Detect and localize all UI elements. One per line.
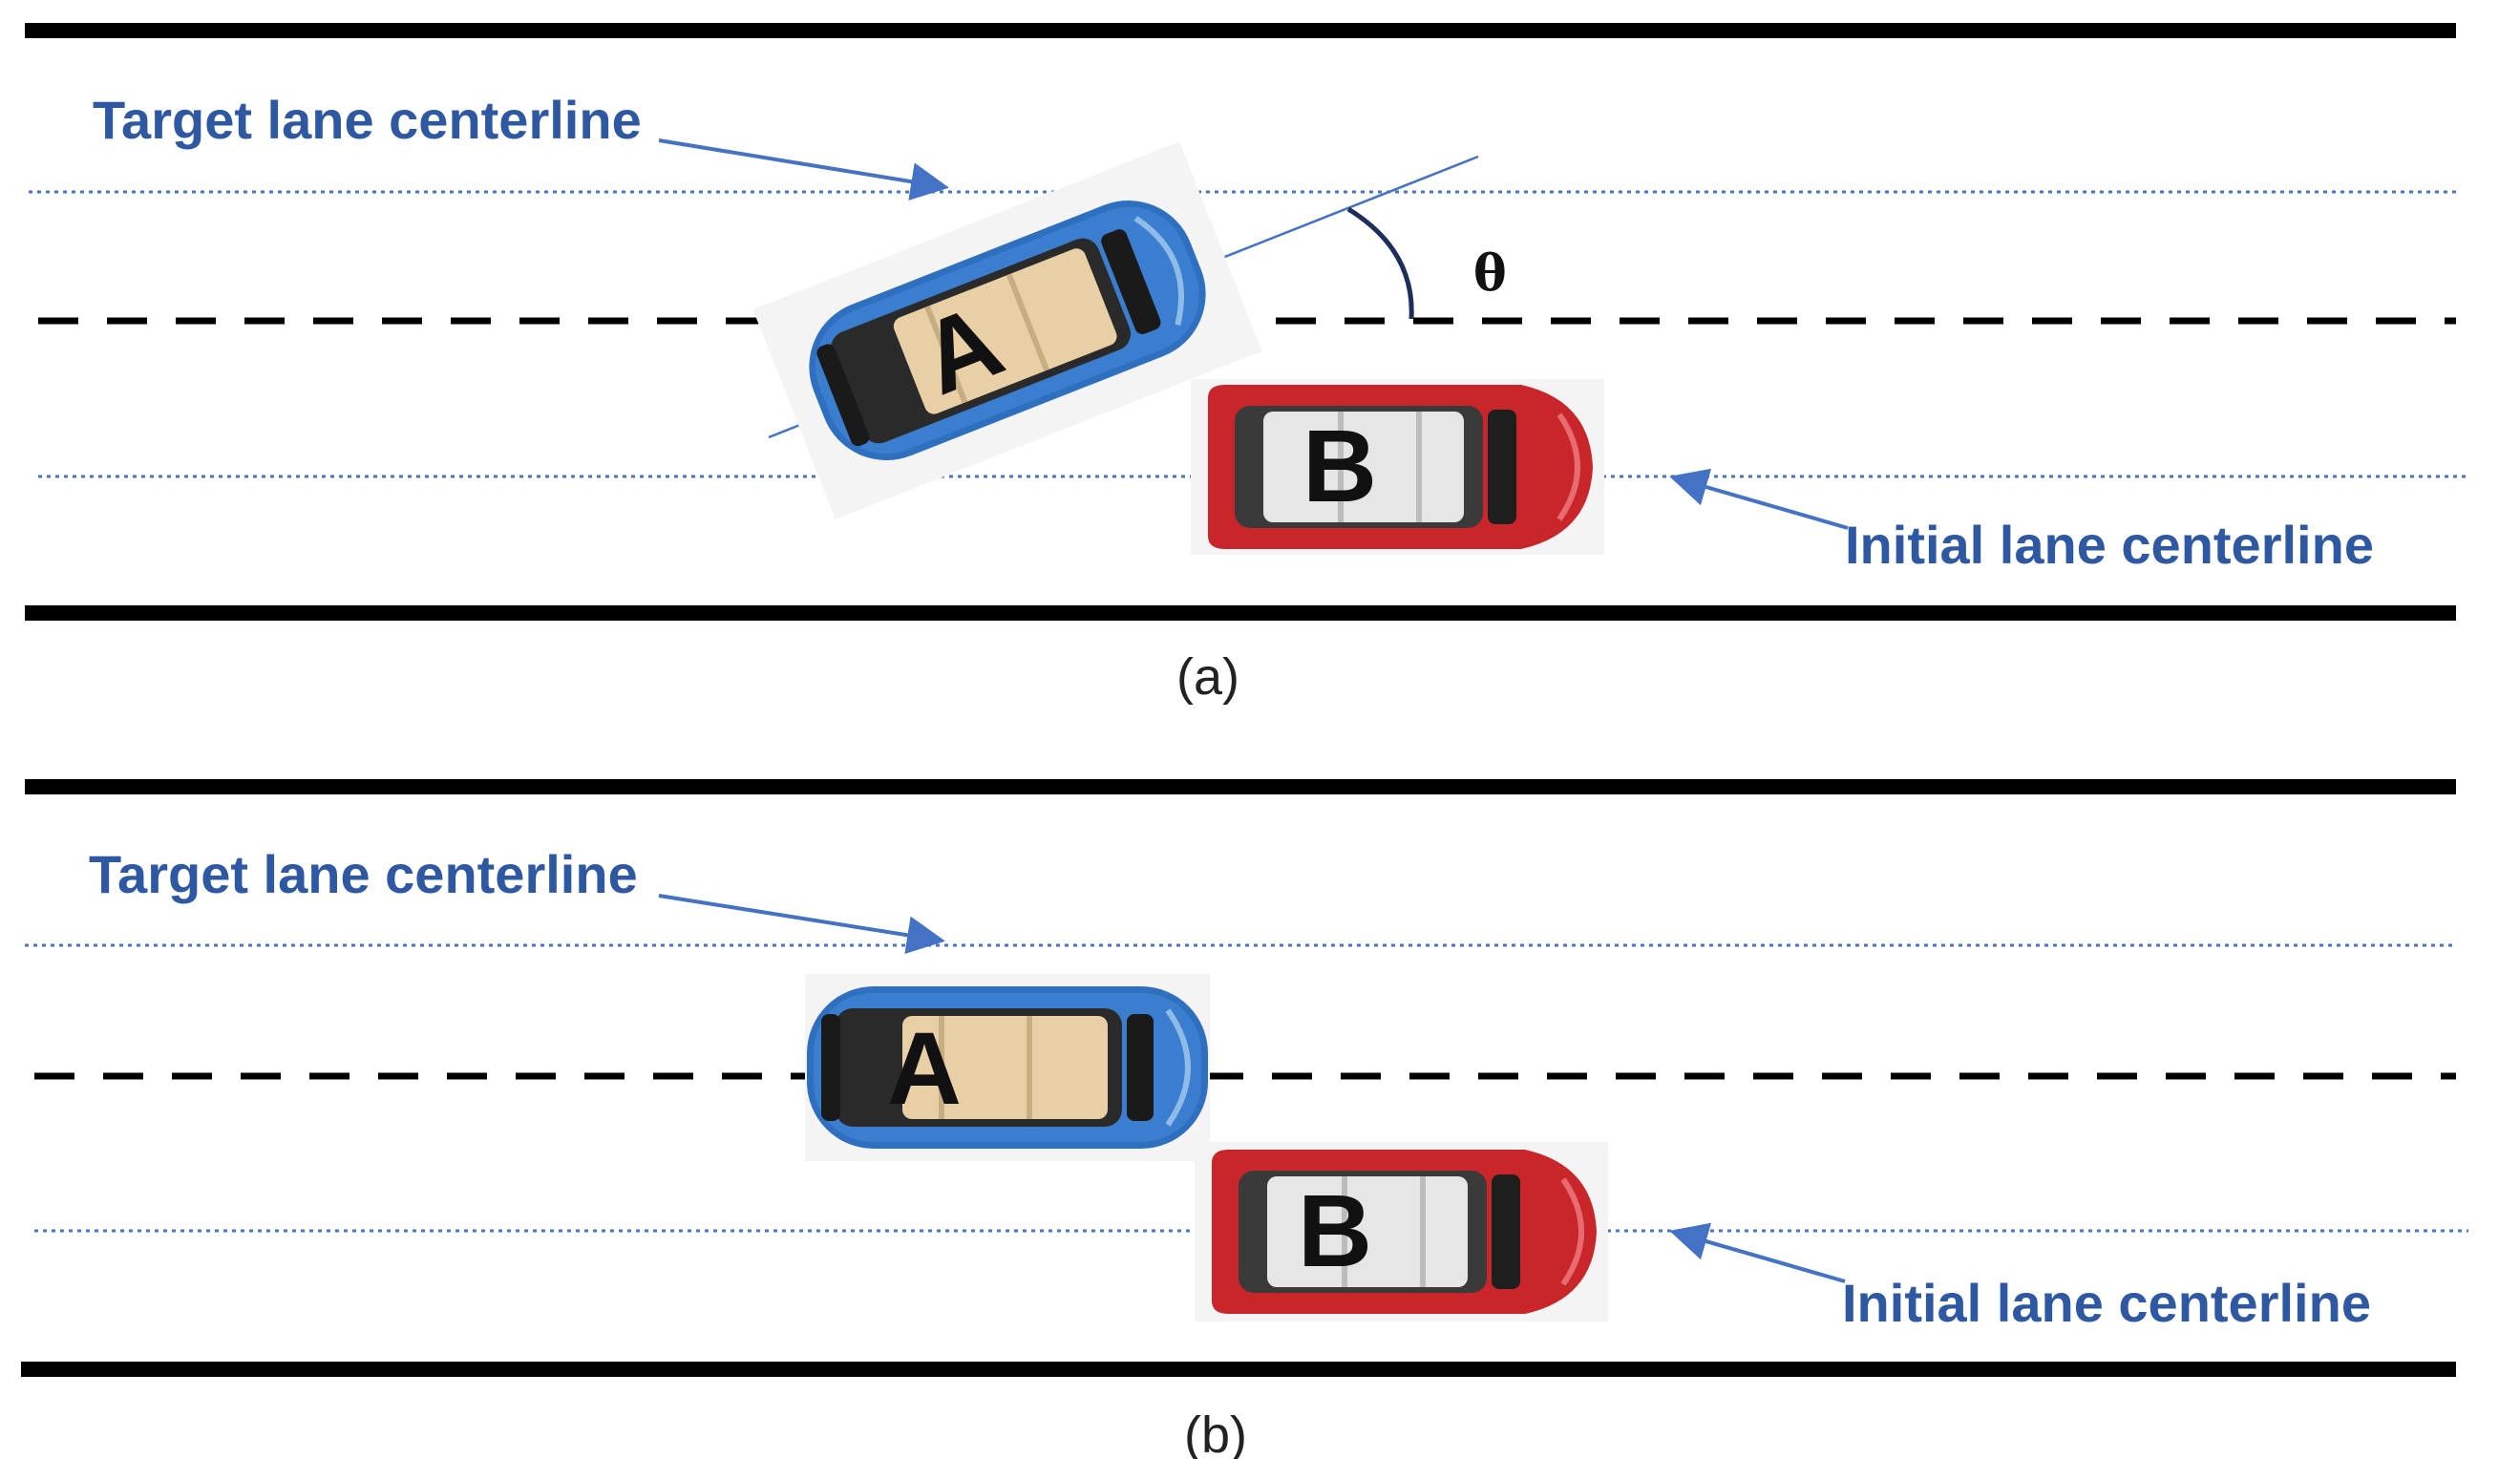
initial-lane-label-a: Initial lane centerline [1845, 515, 2374, 575]
car-a-rotated: A [752, 141, 1262, 519]
target-label-arrow-b [658, 894, 945, 955]
car-a: A [805, 974, 1210, 1161]
road-top-edge-a [25, 23, 2456, 38]
car-b-label: B [1302, 408, 1377, 523]
angle-arc [1346, 206, 1414, 320]
road-bottom-edge-b [21, 1362, 2456, 1377]
caption-b: (b) [1184, 1406, 1247, 1459]
caption-a: (a) [1176, 648, 1239, 706]
target-lane-label-b: Target lane centerline [89, 844, 638, 904]
car-b: B [1191, 379, 1604, 555]
road-top-edge-b [25, 779, 2456, 794]
angle-theta-label: θ [1473, 244, 1507, 303]
road-bottom-edge-a [25, 605, 2456, 621]
panel-a: Target lane centerline Initial lane cent… [25, 23, 2468, 706]
car-b-label-b: B [1298, 1173, 1372, 1288]
panel-b: Target lane centerline Initial lane cent… [21, 779, 2468, 1459]
target-label-arrow-a [658, 138, 949, 201]
car-b-b: B [1195, 1142, 1608, 1322]
initial-lane-label-b: Initial lane centerline [1842, 1273, 2371, 1333]
initial-label-arrow-a [1669, 468, 1849, 530]
car-a-label-b: A [887, 1010, 962, 1126]
initial-label-arrow-b [1669, 1222, 1846, 1283]
target-lane-label-a: Target lane centerline [93, 90, 642, 150]
